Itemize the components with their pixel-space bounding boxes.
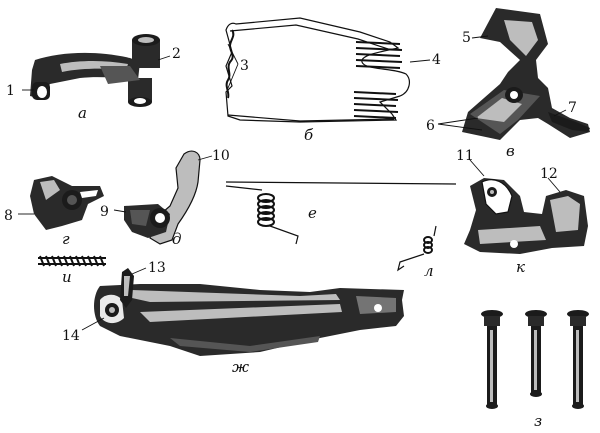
label-10: 10 (212, 148, 230, 164)
label-5: 5 (462, 30, 471, 46)
label-1: 1 (6, 83, 15, 99)
part-d-hook (124, 150, 201, 245)
letter-b: б (304, 126, 314, 144)
label-3: 3 (240, 58, 249, 74)
pin-3 (567, 310, 589, 409)
letter-e: е (308, 204, 317, 222)
letter-k: к (516, 258, 525, 276)
label-2: 2 (172, 46, 181, 62)
part-z-pins (481, 310, 589, 409)
part-k-housing (464, 178, 588, 254)
part-v-trigger (462, 8, 590, 140)
letter-g: г (62, 230, 70, 248)
label-14: 14 (62, 328, 80, 344)
letter-l: л (424, 262, 434, 280)
part-i-coil-spring (38, 255, 106, 267)
part-l-small-spring (397, 225, 437, 272)
pin-1 (481, 310, 503, 409)
label-9: 9 (100, 204, 109, 220)
part-e-torsion-spring (225, 181, 457, 245)
label-4: 4 (432, 52, 441, 68)
label-11: 11 (456, 148, 474, 164)
letter-z: з (534, 412, 542, 430)
label-7: 7 (568, 100, 577, 116)
part-zh-plate (94, 268, 404, 356)
label-13: 13 (148, 260, 166, 276)
label-6: 6 (426, 118, 435, 134)
letter-i: и (62, 268, 72, 286)
letter-v: в (506, 142, 515, 160)
letter-d: д (172, 230, 182, 248)
label-12: 12 (540, 166, 558, 182)
label-8: 8 (4, 208, 13, 224)
letter-a: а (78, 104, 87, 122)
part-g-sear (30, 176, 104, 230)
pin-2 (525, 310, 547, 397)
part-b-spring (225, 17, 410, 123)
part-a-lever (30, 34, 160, 107)
letter-zh: ж (232, 358, 249, 376)
